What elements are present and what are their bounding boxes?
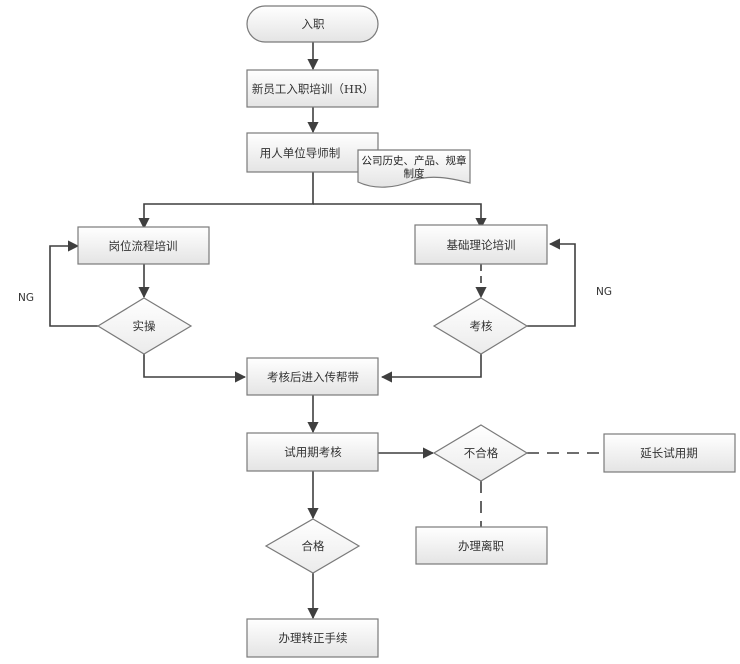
- mentor-note-line1: 公司历史、产品、规章: [362, 154, 467, 167]
- node-theory-training[interactable]: 基础理论培训: [414, 224, 548, 265]
- node-hr-training-label: 新员工入职培训（HR）: [252, 82, 374, 96]
- edge-mentor-split: [138, 172, 314, 230]
- node-mentor-label: 用人单位导师制: [260, 146, 341, 160]
- node-post-process-training[interactable]: 岗位流程培训: [77, 226, 210, 265]
- node-start-label: 入职: [302, 17, 325, 31]
- edge-practice-to-mentoring: [143, 354, 247, 383]
- node-pass-label: 合格: [302, 539, 325, 553]
- node-theory-training-label: 基础理论培训: [447, 238, 516, 252]
- edge-exam-to-mentoring: [380, 354, 482, 383]
- node-hr-training[interactable]: 新员工入职培训（HR）: [246, 69, 379, 108]
- node-theory-exam[interactable]: 考核: [432, 297, 529, 355]
- node-practice-label: 实操: [133, 319, 156, 333]
- edge-mentor-to-theory: [313, 203, 487, 230]
- mentor-note-line2: 制度: [404, 167, 425, 180]
- node-regularize-label: 办理转正手续: [279, 631, 348, 645]
- node-probation-review-label: 试用期考核: [284, 445, 342, 459]
- label-practice-ng: NG: [18, 292, 34, 304]
- node-resign-label: 办理离职: [458, 539, 504, 553]
- node-start[interactable]: 入职: [246, 5, 379, 43]
- node-probation-review[interactable]: 试用期考核: [246, 432, 379, 472]
- node-practice[interactable]: 实操: [96, 297, 193, 355]
- edge-practice-ng: [49, 240, 98, 327]
- label-exam-ng: NG: [596, 286, 612, 298]
- connectors: [49, 42, 604, 620]
- node-pass[interactable]: 合格: [264, 518, 361, 574]
- node-post-process-training-label: 岗位流程培训: [109, 239, 178, 253]
- node-fail-label: 不合格: [464, 446, 499, 460]
- node-mentor-note[interactable]: 公司历史、产品、规章 制度: [357, 149, 471, 188]
- node-mentoring[interactable]: 考核后进入传帮带: [246, 357, 379, 396]
- node-extend-probation[interactable]: 延长试用期: [603, 433, 736, 473]
- node-fail[interactable]: 不合格: [432, 424, 529, 482]
- node-regularize[interactable]: 办理转正手续: [246, 618, 379, 658]
- node-theory-exam-label: 考核: [470, 319, 493, 333]
- edge-exam-ng: [527, 238, 576, 327]
- node-extend-probation-label: 延长试用期: [640, 446, 698, 460]
- node-mentoring-label: 考核后进入传帮带: [267, 370, 359, 384]
- node-resign[interactable]: 办理离职: [415, 526, 548, 565]
- node-mentor[interactable]: 用人单位导师制: [246, 132, 379, 173]
